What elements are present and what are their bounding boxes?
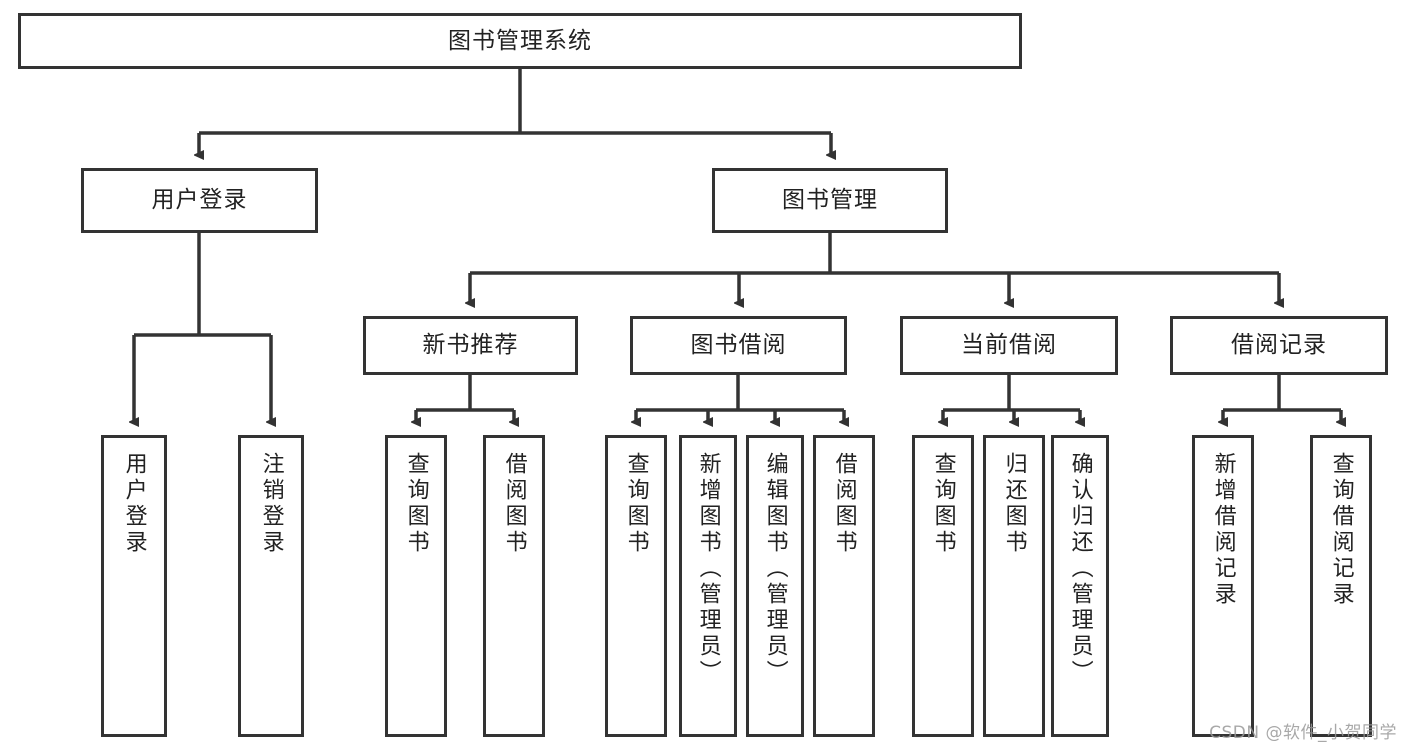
- node-leaf-user-login-label: 用户登录: [121, 452, 147, 556]
- node-leaf-edit-book-admin[interactable]: 编辑图书（管理员）: [746, 435, 804, 737]
- node-root-book-management-system[interactable]: 图书管理系统: [18, 13, 1022, 69]
- node-new-book-recommendation-label: 新书推荐: [422, 332, 519, 359]
- node-user-login[interactable]: 用户登录: [81, 168, 318, 233]
- node-book-borrowing[interactable]: 图书借阅: [630, 316, 847, 375]
- node-leaf-query-book-nbr-label: 查询图书: [403, 452, 429, 556]
- node-leaf-edit-book-admin-label: 编辑图书（管理员）: [762, 452, 788, 686]
- node-leaf-user-login[interactable]: 用户登录: [101, 435, 167, 737]
- node-leaf-query-borrow-record[interactable]: 查询借阅记录: [1310, 435, 1372, 737]
- node-book-management-label: 图书管理: [782, 187, 878, 214]
- node-leaf-add-book-admin-label: 新增图书（管理员）: [695, 452, 721, 686]
- node-leaf-borrow-book-bb[interactable]: 借阅图书: [813, 435, 875, 737]
- node-leaf-borrow-book-bb-label: 借阅图书: [831, 452, 857, 556]
- node-leaf-add-borrow-record[interactable]: 新增借阅记录: [1192, 435, 1254, 737]
- node-leaf-return-book[interactable]: 归还图书: [983, 435, 1045, 737]
- node-leaf-logout-label: 注销登录: [258, 452, 284, 556]
- node-leaf-borrow-book-nbr-label: 借阅图书: [501, 452, 527, 556]
- node-borrowing-record[interactable]: 借阅记录: [1170, 316, 1388, 375]
- node-leaf-logout[interactable]: 注销登录: [238, 435, 304, 737]
- node-leaf-query-book-bb[interactable]: 查询图书: [605, 435, 667, 737]
- node-leaf-add-book-admin[interactable]: 新增图书（管理员）: [679, 435, 737, 737]
- node-new-book-recommendation[interactable]: 新书推荐: [363, 316, 578, 375]
- node-leaf-add-borrow-record-label: 新增借阅记录: [1210, 452, 1236, 608]
- node-borrowing-record-label: 借阅记录: [1231, 332, 1327, 359]
- node-current-borrowing-label: 当前借阅: [961, 332, 1057, 359]
- node-root-label: 图书管理系统: [448, 27, 592, 54]
- node-user-login-label: 用户登录: [151, 187, 248, 214]
- node-current-borrowing[interactable]: 当前借阅: [900, 316, 1118, 375]
- node-leaf-return-book-label: 归还图书: [1001, 452, 1027, 556]
- node-book-borrowing-label: 图书借阅: [690, 332, 787, 359]
- csdn-watermark: CSDN @软件_小贺同学: [1209, 723, 1397, 743]
- node-leaf-confirm-return-admin-label: 确认归还（管理员）: [1067, 452, 1093, 686]
- node-leaf-query-book-cb-label: 查询图书: [930, 452, 956, 556]
- node-leaf-borrow-book-nbr[interactable]: 借阅图书: [483, 435, 545, 737]
- node-leaf-query-book-nbr[interactable]: 查询图书: [385, 435, 447, 737]
- node-leaf-confirm-return-admin[interactable]: 确认归还（管理员）: [1051, 435, 1109, 737]
- node-leaf-query-book-bb-label: 查询图书: [623, 452, 649, 556]
- node-leaf-query-book-cb[interactable]: 查询图书: [912, 435, 974, 737]
- node-leaf-query-borrow-record-label: 查询借阅记录: [1328, 452, 1354, 608]
- node-book-management[interactable]: 图书管理: [712, 168, 948, 233]
